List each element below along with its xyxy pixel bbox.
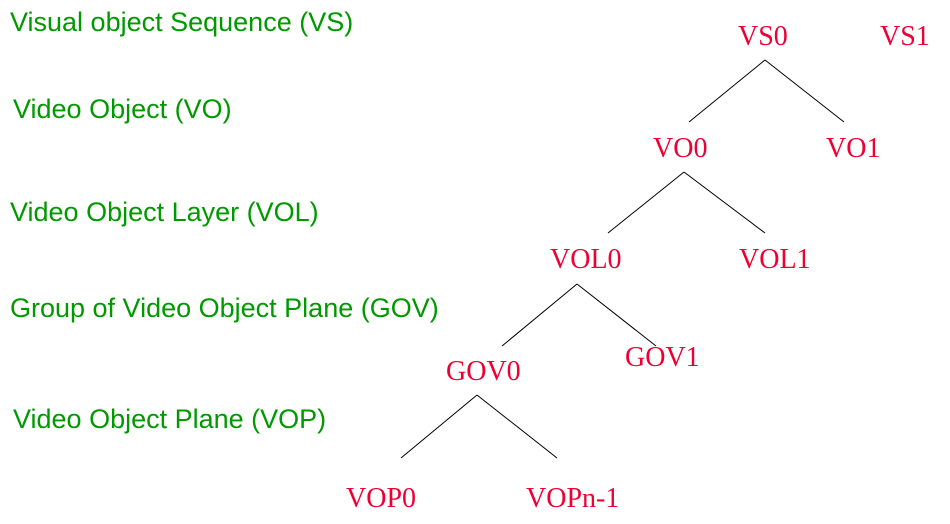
node-vs0: VS0 [738, 21, 788, 52]
level-label-vop: Video Object Plane (VOP) [13, 404, 327, 434]
level-label-vol: Video Object Layer (VOL) [10, 197, 319, 227]
node-vopn-1: VOPn-1 [526, 483, 620, 514]
node-vol0: VOL0 [550, 244, 622, 275]
level-label-vs: Visual object Sequence (VS) [10, 7, 354, 37]
level-label-vo: Video Object (VO) [13, 94, 232, 124]
node-gov0: GOV0 [446, 356, 521, 387]
edge-gov0-vopn1 [476, 394, 558, 459]
edge-vol0-gov0 [501, 283, 578, 347]
node-vo1: VO1 [826, 133, 881, 164]
edge-vo0-vol1 [683, 171, 766, 234]
node-vol1: VOL1 [739, 244, 811, 275]
edge-vo0-vol0 [607, 171, 685, 234]
edge-vol0-gov1 [576, 283, 657, 347]
node-gov1: GOV1 [625, 342, 700, 373]
node-vo0: VO0 [653, 133, 708, 164]
edge-vs0-vo0 [688, 59, 766, 123]
level-label-gov: Group of Video Object Plane (GOV) [10, 293, 439, 323]
edge-gov0-vop0 [400, 394, 478, 459]
node-vop0: VOP0 [346, 483, 417, 514]
edge-vs0-vo1 [764, 59, 845, 123]
node-vs1: VS1 [880, 21, 930, 52]
